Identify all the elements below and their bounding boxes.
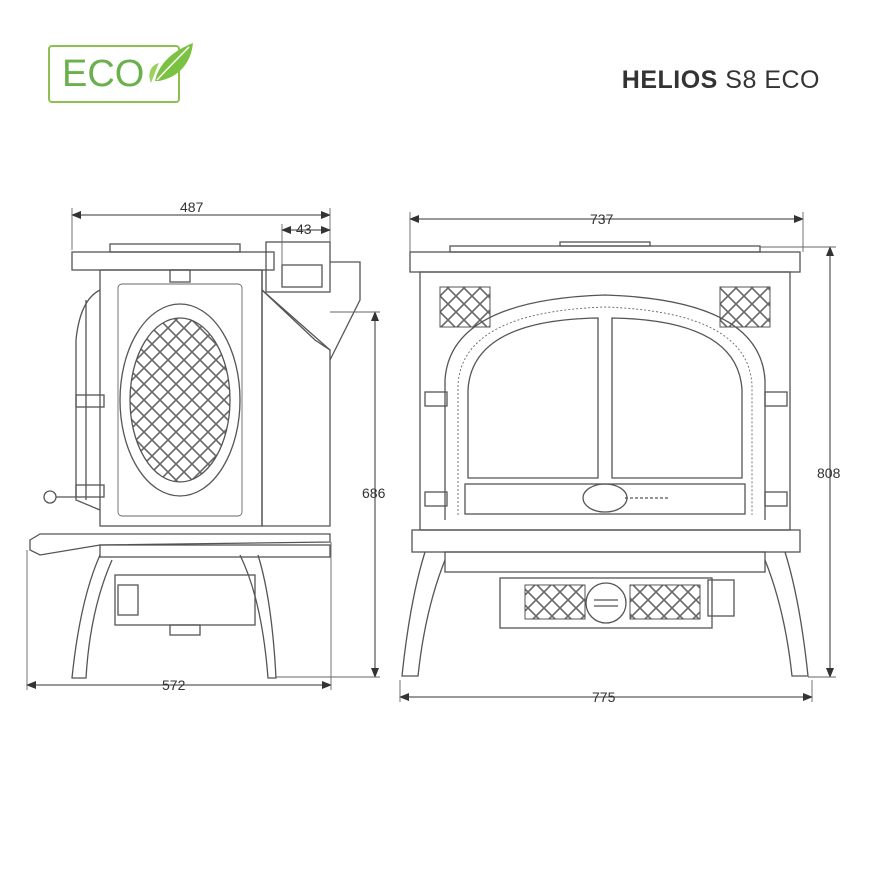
flue-collar	[265, 241, 331, 293]
product-title: HELIOS S8 ECO	[622, 66, 820, 95]
door-handle	[582, 483, 628, 513]
title-model-bold: HELIOS	[621, 66, 718, 94]
dim-front-height: 808	[817, 465, 841, 481]
side-top-plate	[71, 251, 275, 271]
dimensions: 487 43 686 572 737 808 775	[26, 199, 841, 705]
side-lattice	[129, 317, 231, 483]
dim-front-bottom-width: 775	[592, 689, 616, 705]
dim-side-bottom-depth: 572	[162, 677, 186, 693]
side-view	[29, 241, 361, 679]
leaf-icon	[149, 43, 193, 83]
ash-pan-lip	[29, 533, 331, 556]
ash-drawer	[499, 577, 713, 629]
front-view	[401, 241, 809, 677]
dim-side-height: 686	[362, 485, 386, 501]
dim-front-top-width: 737	[590, 211, 614, 227]
front-top-plate	[409, 251, 801, 273]
title-model-rest: S8 ECO	[725, 66, 820, 94]
eco-logo: ECO	[48, 43, 193, 103]
left-door-glass	[467, 317, 599, 479]
dim-side-top-depth: 487	[180, 199, 204, 215]
air-control-knob	[585, 582, 627, 624]
right-door-glass	[611, 317, 743, 479]
eco-logo-text: ECO	[62, 53, 145, 95]
dim-flue-offset: 43	[296, 221, 312, 237]
